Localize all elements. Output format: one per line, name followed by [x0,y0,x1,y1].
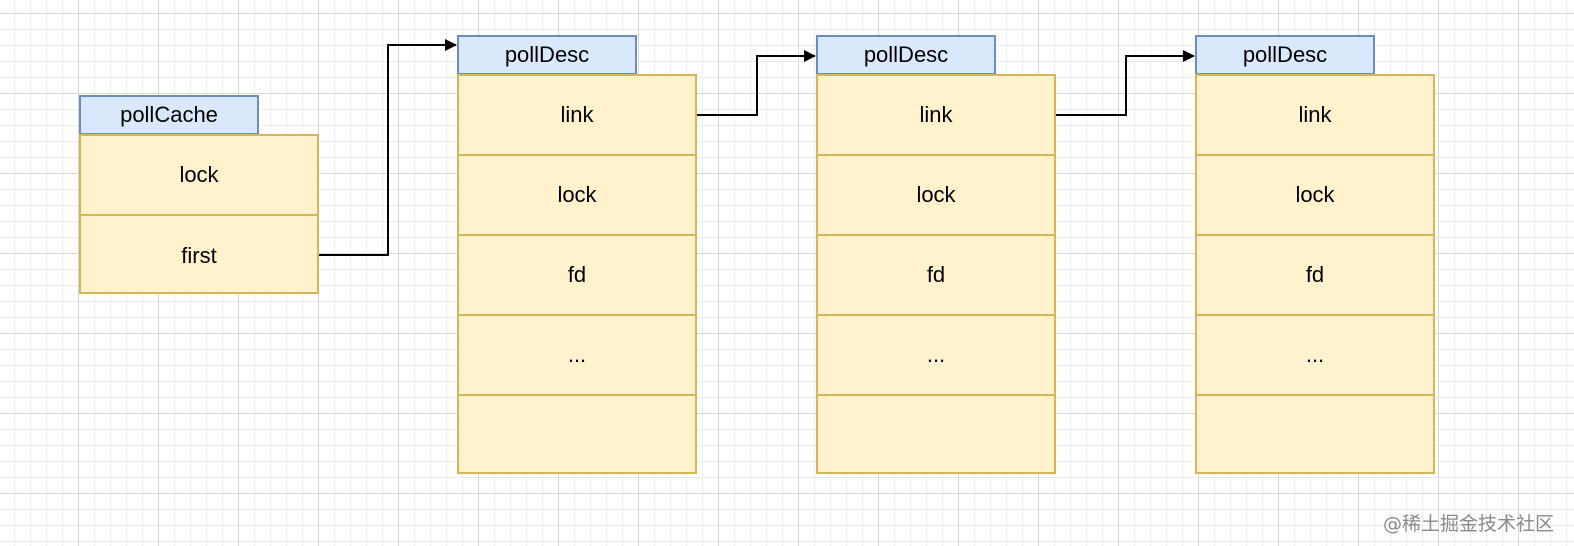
polldesc-field-ellipsis: ... [1197,316,1433,396]
polldesc-header: pollDesc [457,35,637,75]
polldesc-field-ellipsis: ... [818,316,1054,396]
polldesc-field-empty [459,396,695,476]
polldesc-field-fd: fd [1197,236,1433,316]
polldesc-field-empty [818,396,1054,476]
polldesc-field-link: link [459,76,695,156]
pollcache-field-first: first [181,243,217,268]
polldesc-header: pollDesc [816,35,996,75]
polldesc-field-link: link [818,76,1054,156]
polldesc-header: pollDesc [1195,35,1375,75]
polldesc-field-fd: fd [459,236,695,316]
watermark: @稀土掘金技术社区 [1382,513,1554,535]
pollcache-field-lock: lock [81,136,317,216]
pollcache-body: lock first [79,134,319,294]
polldesc-field-fd: fd [818,236,1054,316]
polldesc-body: link lock fd ... [816,74,1056,474]
polldesc-field-lock: lock [818,156,1054,236]
polldesc-field-empty [1197,396,1433,476]
arrow-link-to-polldesc-2 [697,50,816,116]
arrow-first-to-polldesc-1 [318,39,457,256]
polldesc-field-lock: lock [1197,156,1433,236]
polldesc-field-link: link [1197,76,1433,156]
polldesc-field-lock: lock [459,156,695,236]
polldesc-field-ellipsis: ... [459,316,695,396]
pollcache-header: pollCache [79,95,259,135]
polldesc-body: link lock fd ... [457,74,697,474]
polldesc-body: link lock fd ... [1195,74,1435,474]
arrow-link-to-polldesc-3 [1056,50,1195,116]
